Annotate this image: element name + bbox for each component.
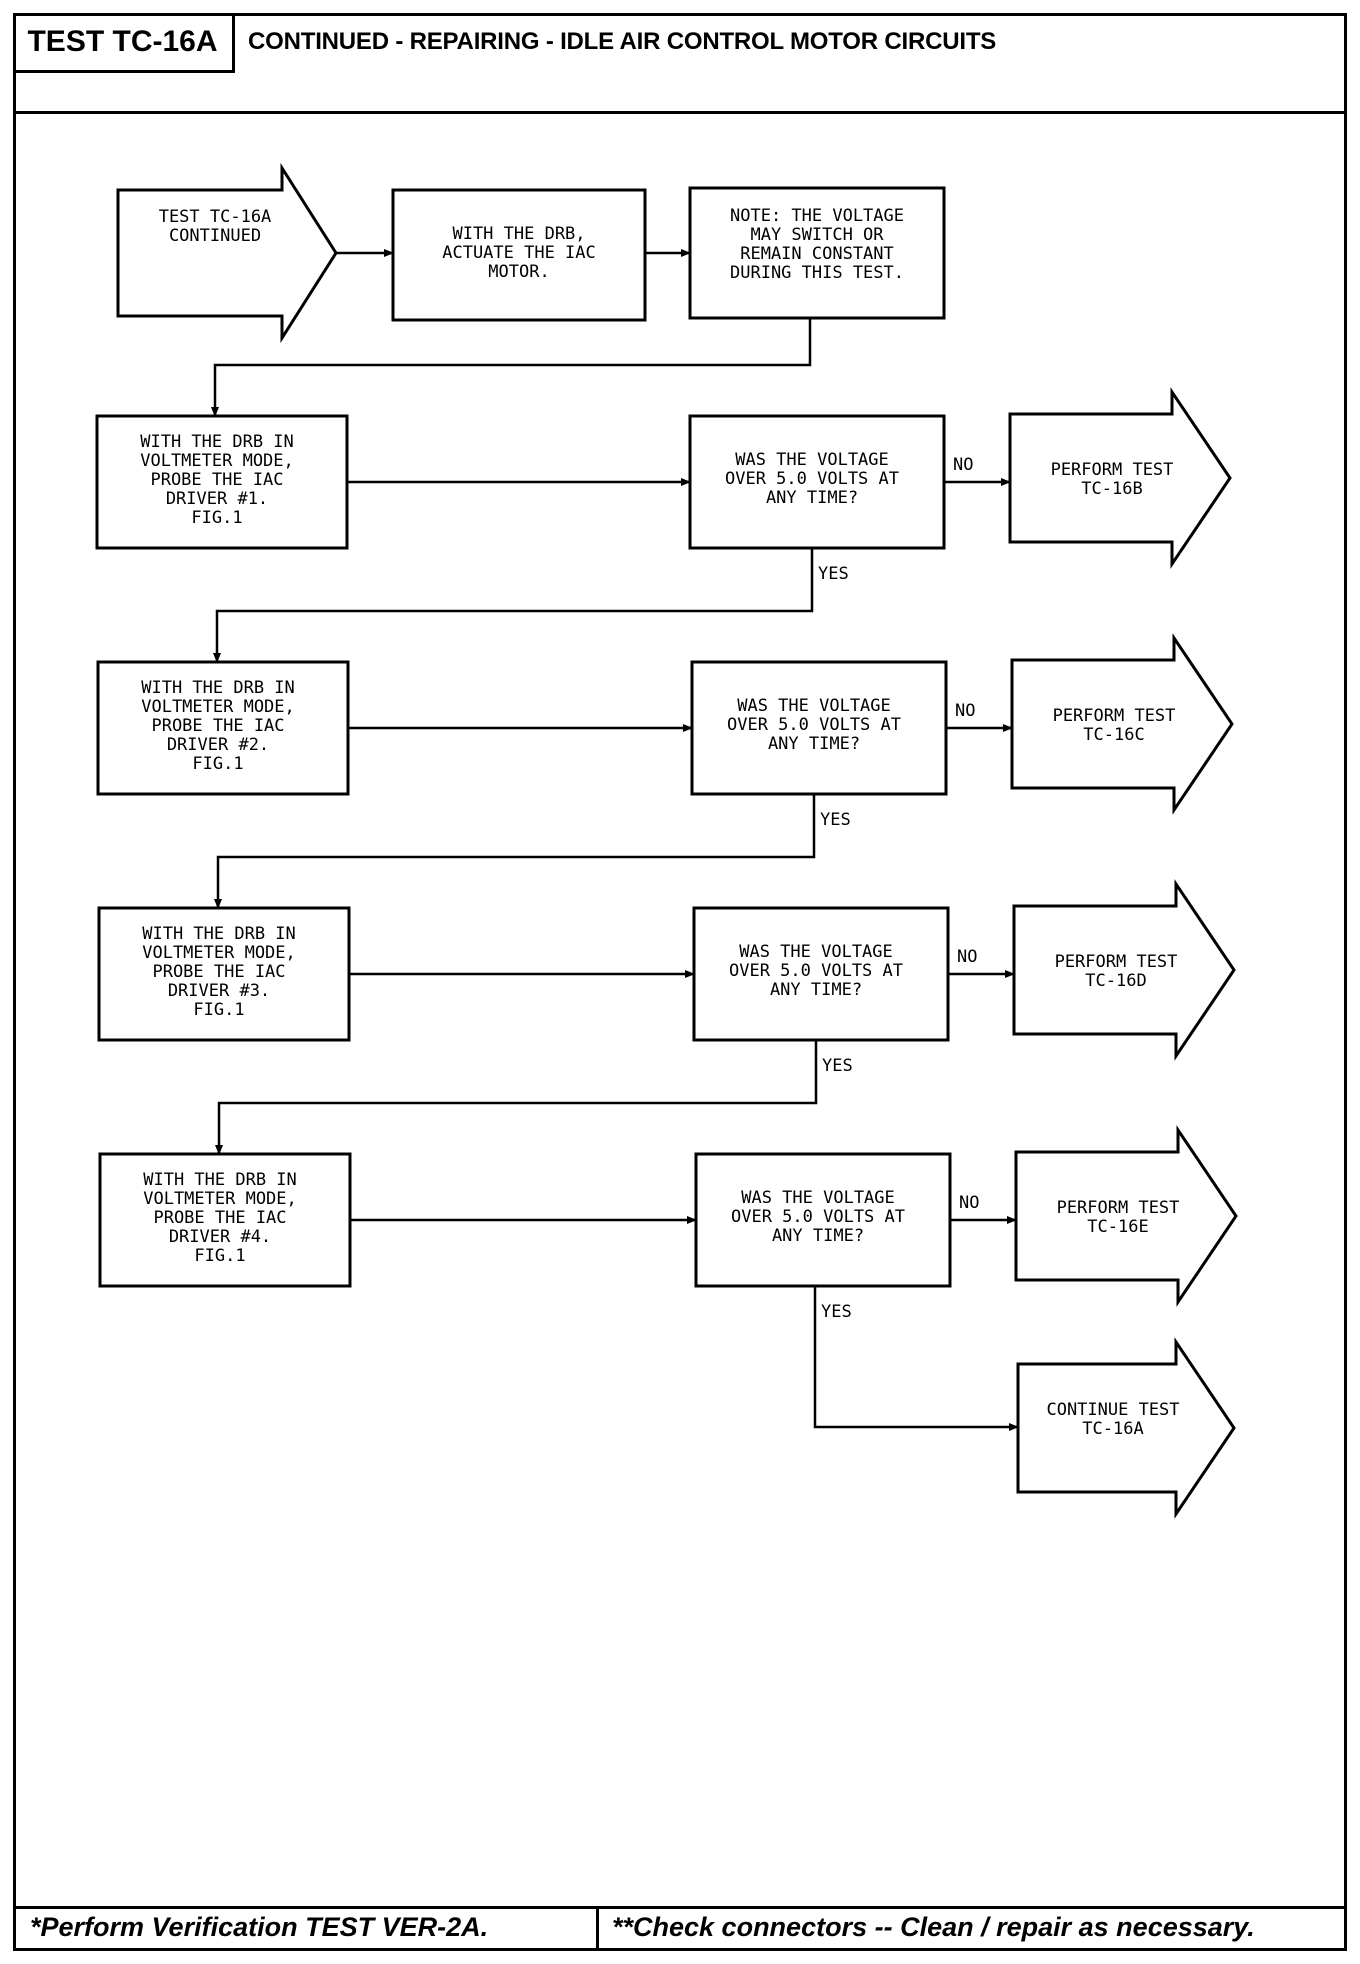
- result-arrow-4-text-line-2: TC-16E: [1087, 1217, 1148, 1237]
- no-label-3: NO: [957, 947, 977, 967]
- yes-label-3: YES: [822, 1056, 853, 1076]
- question-box-1-text-line-2: OVER 5.0 VOLTS AT: [725, 469, 899, 489]
- connector-note-to-probe-1: [211, 318, 812, 417]
- start-arrow-shape: [116, 162, 338, 344]
- page-title: CONTINUED - REPAIRING - IDLE AIR CONTROL…: [248, 28, 997, 55]
- connector-question-2-yes: [214, 794, 816, 909]
- probe-box-1-text-line-2: VOLTMETER MODE,: [140, 451, 294, 471]
- probe-box-3-text-line-3: PROBE THE IAC: [152, 962, 285, 982]
- yes-label-1: YES: [818, 564, 849, 584]
- question-box-3-text-line-2: OVER 5.0 VOLTS AT: [729, 961, 903, 981]
- footer-bar: [13, 1906, 1347, 1951]
- actuate-box-text-line-1: WITH THE DRB,: [452, 224, 585, 244]
- result-arrow-final-text-line-2: TC-16A: [1082, 1419, 1143, 1439]
- result-arrow-3: [1012, 879, 1236, 1061]
- question-box-2-text-line-1: WAS THE VOLTAGE: [737, 696, 891, 716]
- result-arrow-4-text-line-1: PERFORM TEST: [1057, 1198, 1180, 1218]
- probe-box-4-text-line-3: PROBE THE IAC: [153, 1208, 286, 1228]
- no-label-4: NO: [959, 1193, 979, 1213]
- result-arrow-final: [1016, 1337, 1236, 1519]
- question-box-3-text-line-3: ANY TIME?: [770, 980, 862, 1000]
- result-arrow-1-text-line-1: PERFORM TEST: [1051, 460, 1174, 480]
- probe-box-2: [96, 660, 350, 796]
- question-box-1-text-line-1: WAS THE VOLTAGE: [735, 450, 889, 470]
- question-box-4: [694, 1152, 952, 1288]
- no-label-2: NO: [955, 701, 975, 721]
- footer-divider: [596, 1906, 599, 1951]
- test-id-box: TEST TC-16A: [13, 13, 235, 73]
- result-arrow-3-text-line-1: PERFORM TEST: [1055, 952, 1178, 972]
- probe-box-4-text-line-4: DRIVER #4.: [169, 1227, 271, 1247]
- question-box-2: [690, 660, 948, 796]
- note-box-text-line-3: REMAIN CONSTANT: [740, 244, 894, 264]
- actuate-box-text-line-3: MOTOR.: [488, 262, 549, 282]
- probe-box-3: [97, 906, 351, 1042]
- result-arrow-2-text-line-1: PERFORM TEST: [1053, 706, 1176, 726]
- page-frame: [13, 13, 1347, 1951]
- question-box-3-text-line-1: WAS THE VOLTAGE: [739, 942, 893, 962]
- probe-box-2-text-line-3: PROBE THE IAC: [151, 716, 284, 736]
- probe-box-1-text-line-4: DRIVER #1.: [166, 489, 268, 509]
- probe-box-2-text-line-4: DRIVER #2.: [167, 735, 269, 755]
- start-arrow-text-line-1: TEST TC-16A: [159, 207, 272, 227]
- question-box-1: [688, 414, 946, 550]
- probe-box-4-text-line-5: FIG.1: [194, 1246, 245, 1266]
- probe-box-1: [95, 414, 349, 550]
- note-box-text-line-1: NOTE: THE VOLTAGE: [730, 206, 904, 226]
- question-box-4-text-line-2: OVER 5.0 VOLTS AT: [731, 1207, 905, 1227]
- probe-box-1-text-line-5: FIG.1: [191, 508, 242, 528]
- start-arrow-text-line-2: CONTINUED: [169, 226, 261, 246]
- note-box: [688, 186, 946, 320]
- question-box-2-text-line-3: ANY TIME?: [768, 734, 860, 754]
- probe-box-4-text-line-1: WITH THE DRB IN: [143, 1170, 297, 1190]
- result-arrow-2-text-line-2: TC-16C: [1083, 725, 1144, 745]
- probe-box-1-text-line-1: WITH THE DRB IN: [140, 432, 294, 452]
- yes-label-4: YES: [821, 1302, 852, 1322]
- result-arrow-1: [1008, 387, 1232, 569]
- connector-question-3-yes: [215, 1040, 818, 1155]
- note-box-text-line-2: MAY SWITCH OR: [750, 225, 884, 245]
- footer-verification-note: *Perform Verification TEST VER-2A.: [30, 1912, 489, 1942]
- flow-shapes: [95, 162, 1238, 1519]
- probe-box-4-text-line-2: VOLTMETER MODE,: [143, 1189, 297, 1209]
- header-bar: [13, 13, 1347, 114]
- no-label-1: NO: [953, 455, 973, 475]
- result-arrow-1-text-line-2: TC-16B: [1081, 479, 1142, 499]
- yes-label-2: YES: [820, 810, 851, 830]
- probe-box-3-text-line-4: DRIVER #3.: [168, 981, 270, 1001]
- connector-question-4-yes: [813, 1286, 1019, 1431]
- probe-box-3-text-line-5: FIG.1: [193, 1000, 244, 1020]
- question-box-2-text-line-2: OVER 5.0 VOLTS AT: [727, 715, 901, 735]
- result-arrow-final-text-line-1: CONTINUE TEST: [1046, 1400, 1179, 1420]
- probe-box-4: [98, 1152, 352, 1288]
- result-arrow-3-text-line-2: TC-16D: [1085, 971, 1146, 991]
- question-box-4-text-line-3: ANY TIME?: [772, 1226, 864, 1246]
- probe-box-1-text-line-3: PROBE THE IAC: [150, 470, 283, 490]
- probe-box-2-text-line-1: WITH THE DRB IN: [141, 678, 295, 698]
- probe-box-3-text-line-1: WITH THE DRB IN: [142, 924, 296, 944]
- probe-box-3-text-line-2: VOLTMETER MODE,: [142, 943, 296, 963]
- question-box-3: [692, 906, 950, 1042]
- result-arrow-2: [1010, 633, 1234, 815]
- connector-question-1-yes: [213, 548, 814, 663]
- probe-box-2-text-line-2: VOLTMETER MODE,: [141, 697, 295, 717]
- note-box-text-line-4: DURING THIS TEST.: [730, 263, 904, 283]
- footer-connector-note: **Check connectors -- Clean / repair as …: [612, 1912, 1255, 1942]
- actuate-box-text-line-2: ACTUATE THE IAC: [442, 243, 596, 263]
- result-arrow-4: [1014, 1125, 1238, 1307]
- probe-box-2-text-line-5: FIG.1: [192, 754, 243, 774]
- question-box-4-text-line-1: WAS THE VOLTAGE: [741, 1188, 895, 1208]
- actuate-box: [391, 188, 647, 322]
- question-box-1-text-line-3: ANY TIME?: [766, 488, 858, 508]
